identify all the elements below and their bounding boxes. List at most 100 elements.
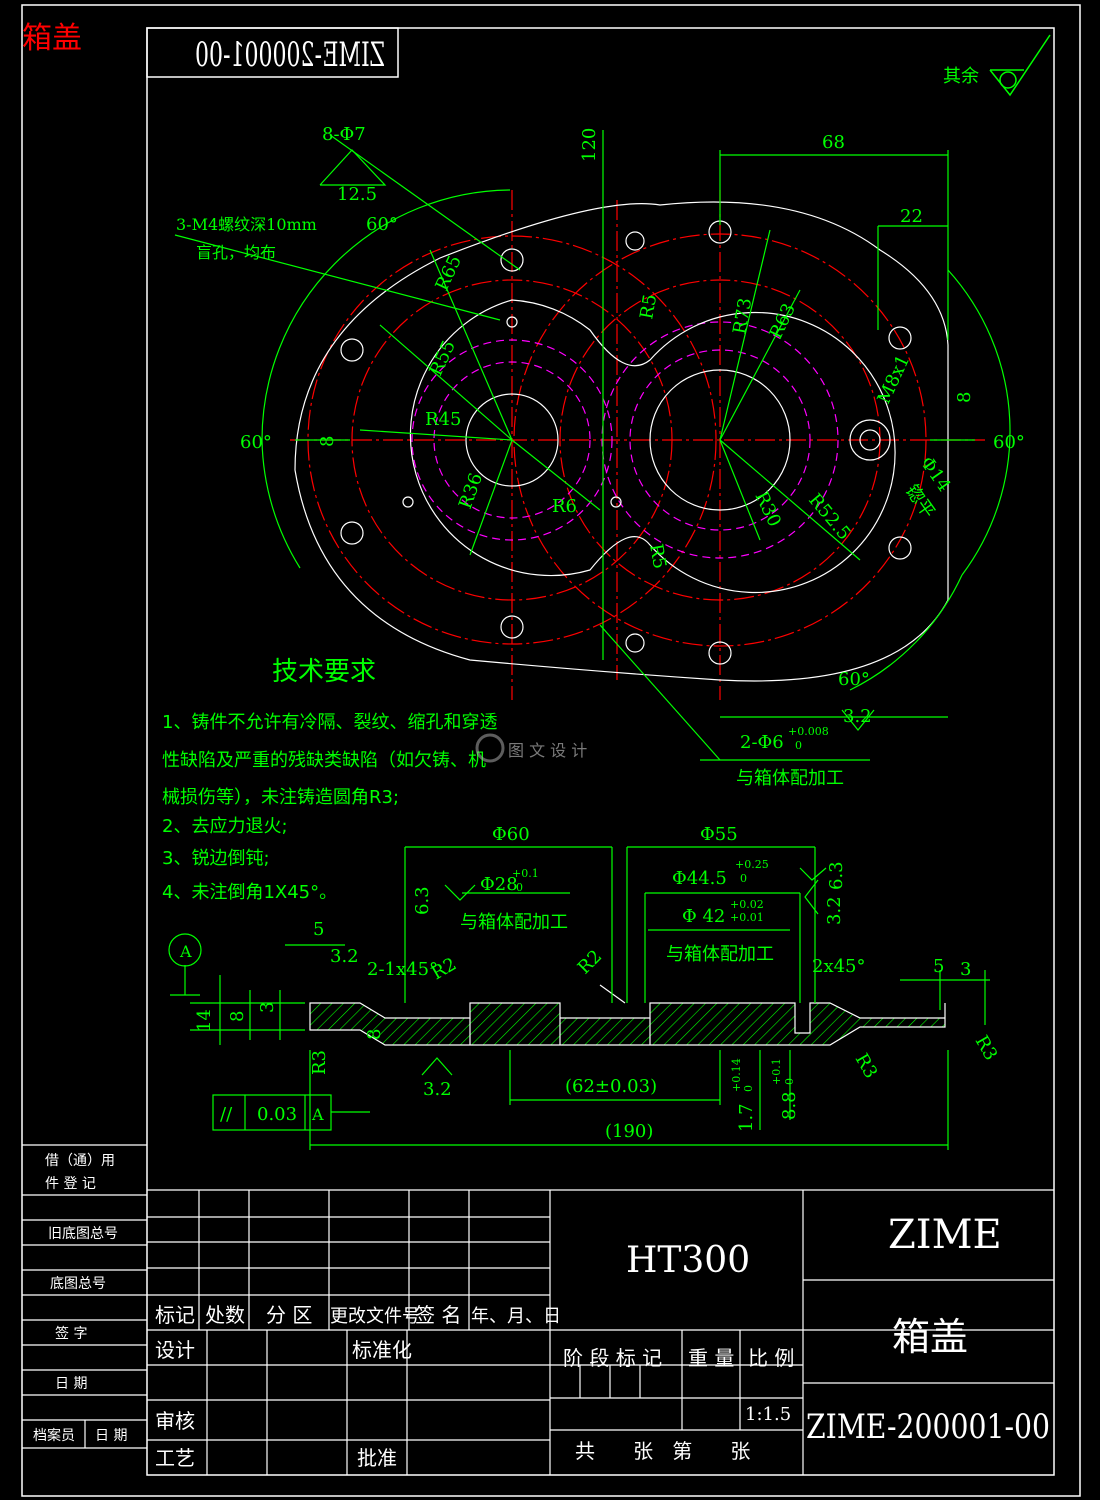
label-r30: R30: [750, 488, 784, 530]
label-holes-2: 2-Φ6: [740, 732, 784, 753]
label-dim-68: 68: [822, 132, 845, 153]
tb-part-name: 箱盖: [892, 1315, 968, 1359]
label-tol-datum: A: [311, 1105, 324, 1124]
label-dim-120: 120: [579, 128, 600, 162]
label-phi44-5-tol-l: 0: [740, 872, 747, 885]
title-block-text: 标记 处数 分 区 更改文件号 签 名 年、月、日 设计 标准化 审核 工艺 批…: [155, 1212, 1050, 1470]
label-r3-r: R3: [971, 1032, 1002, 1064]
label-datum: A: [179, 942, 192, 961]
label-dim-3-r: 3: [960, 959, 971, 980]
left-strip-label: 签 字: [55, 1325, 87, 1342]
left-strip-label: 档案员: [33, 1427, 75, 1444]
inner-frame: [146, 27, 1055, 1476]
label-machine-with-box: 与箱体配加工: [736, 768, 844, 789]
tech-line-5: 3、锐边倒钝;: [162, 848, 270, 869]
label-r5-top: R5: [636, 293, 661, 321]
tech-line-2: 性缺陷及严重的残缺类缺陷（如欠铸、机: [162, 750, 486, 771]
label-phi42-tol-u: +0.02: [730, 898, 764, 911]
label-dim-3-l: 3: [257, 1002, 278, 1013]
tb-header-zone: 分 区: [266, 1303, 312, 1327]
label-roughness-12-5: 12.5: [337, 184, 377, 205]
reversed-number-box: ZIME-200001-00: [146, 27, 399, 78]
label-holes-8: 8-Φ7: [322, 124, 366, 145]
label-machine-left: 与箱体配加工: [460, 912, 568, 933]
label-angle-60d: 60°: [838, 669, 870, 690]
label-chamfer-r: 2x45°: [812, 956, 866, 977]
tb-drawing-number: ZIME-200001-00: [806, 1407, 1050, 1447]
tech-line-3: 械损伤等），未注铸造圆角R3;: [162, 787, 399, 808]
label-phi42-tol-l: +0.01: [730, 911, 764, 924]
tb-header-sign: 签 名: [415, 1303, 461, 1327]
label-dim-8-8-tol-l: 0: [783, 1078, 796, 1085]
bolt-hole: [708, 641, 732, 665]
label-r3-l: R3: [309, 1050, 330, 1075]
outline: [294, 201, 949, 682]
bolt-holes: [340, 220, 912, 665]
label-m8: M8x1: [873, 352, 914, 408]
reversed-drawing-number: ZIME-200001-00: [195, 35, 385, 75]
left-strip-label: 件 登 记: [45, 1176, 96, 1192]
label-r45: R45: [425, 409, 461, 430]
label-thread-2: 盲孔，均布: [196, 243, 276, 262]
dowel-hole: [625, 633, 645, 653]
centerlines: [290, 190, 985, 700]
watermark: 图 文 设 计: [475, 733, 587, 763]
label-angle-60a: 60°: [366, 214, 398, 235]
label-r63: R63: [765, 300, 799, 342]
label-rough-3-2-l: 3.2: [330, 946, 359, 967]
left-strip-labels: 借（通）用 件 登 记 旧底图总号 底图总号 签 字 日 期 档案员 日 期: [33, 1153, 127, 1444]
hidden-lines: [411, 321, 839, 559]
label-r6: R6: [552, 496, 577, 517]
bolt-hole: [340, 521, 364, 545]
section-body: [309, 984, 946, 1046]
label-angle-60c: 60°: [993, 432, 1025, 453]
tb-header-count: 处数: [205, 1303, 245, 1327]
bolt-hole: [500, 248, 524, 272]
label-rough-6-3-r: 6.3: [826, 861, 847, 890]
label-r36: R36: [455, 470, 487, 511]
surface-finish-label: 其余: [943, 66, 979, 87]
label-phi28-tol-u: +0.1: [512, 867, 539, 880]
bolt-hole: [888, 326, 912, 350]
bolt-hole: [888, 536, 912, 560]
tech-line-1: 1、铸件不允许有冷隔、裂纹、缩孔和穿透: [162, 712, 497, 733]
label-dim-62: (62±0.03): [565, 1076, 657, 1097]
label-holes-2-tol-l: 0: [795, 739, 802, 752]
thread-hole: [506, 316, 518, 328]
tb-header-change-doc: 更改文件号: [330, 1306, 420, 1327]
top-view-labels: 8-Φ7 12.5 3-M4螺纹深10mm 盲孔，均布 60° 60° 60° …: [176, 124, 1025, 789]
tb-standardization: 标准化: [352, 1338, 412, 1362]
label-phi44-5-tol-u: +0.25: [735, 858, 769, 871]
label-rough-3-2-r: 3.2: [824, 896, 845, 925]
tb-header-date: 年、月、日: [471, 1306, 561, 1327]
label-dim-8b: 8: [364, 1029, 385, 1040]
label-rough-3-2-b: 3.2: [423, 1079, 452, 1100]
tech-heading: 技术要求: [272, 657, 376, 687]
thread-hole: [610, 496, 622, 508]
thread-hole: [402, 496, 414, 508]
label-dim-8-left: 8: [317, 436, 338, 447]
label-dim-8-8-tol-u: +0.1: [770, 1058, 783, 1085]
tb-process: 工艺: [155, 1446, 195, 1470]
dimension-lines: [174, 130, 1011, 761]
label-r2-m: R2: [574, 946, 607, 979]
left-strip: [22, 1144, 147, 1449]
tech-line-6: 4、未注倒角1X45°。: [162, 882, 337, 903]
label-dim-5-l: 5: [313, 919, 324, 940]
section-view: Φ60 Φ55 Φ28 +0.1 0 Φ44.5 +0.25 0 Φ 42 +0…: [168, 824, 1002, 1150]
tb-design: 设计: [155, 1338, 195, 1362]
bolt-hole: [500, 615, 524, 639]
label-machine-right: 与箱体配加工: [666, 944, 774, 965]
left-strip-label: 日 期: [55, 1376, 87, 1392]
label-r5-bottom: R5: [645, 542, 670, 570]
outer-frame: [21, 4, 1081, 1497]
label-dim-1-7-tol-u: +0.14: [730, 1058, 743, 1092]
label-dim-8: 8: [227, 1011, 248, 1022]
tb-review: 审核: [155, 1409, 195, 1433]
label-tol-value: 0.03: [257, 1104, 297, 1125]
label-phi44-5: Φ44.5: [672, 868, 727, 889]
label-dim-22: 22: [900, 206, 923, 227]
tech-line-4: 2、去应力退火;: [162, 816, 288, 837]
label-angle-60b: 60°: [240, 432, 272, 453]
tb-stage-mark: 阶 段 标 记: [563, 1346, 662, 1370]
